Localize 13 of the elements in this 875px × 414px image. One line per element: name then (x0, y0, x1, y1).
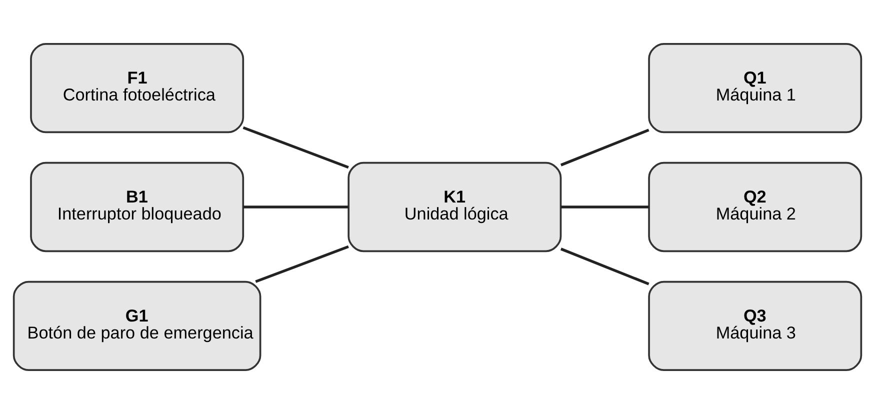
node-box: B1 Interruptor bloqueado (30, 162, 244, 252)
connector (242, 126, 349, 169)
node-box: K1 Unidad lógica (348, 162, 562, 252)
connector (243, 206, 348, 208)
connector (560, 248, 650, 286)
node-box: Q3 Máquina 3 (648, 280, 862, 372)
node-box: F1 Cortina fotoeléctrica (30, 42, 244, 134)
node-box: Q1 Máquina 1 (648, 42, 862, 134)
node-box: G1 Botón de paro de emergencia (12, 280, 262, 372)
connector (255, 245, 349, 283)
connector (560, 128, 650, 166)
node-box: Q2 Máquina 2 (648, 162, 862, 252)
connector (560, 206, 649, 208)
